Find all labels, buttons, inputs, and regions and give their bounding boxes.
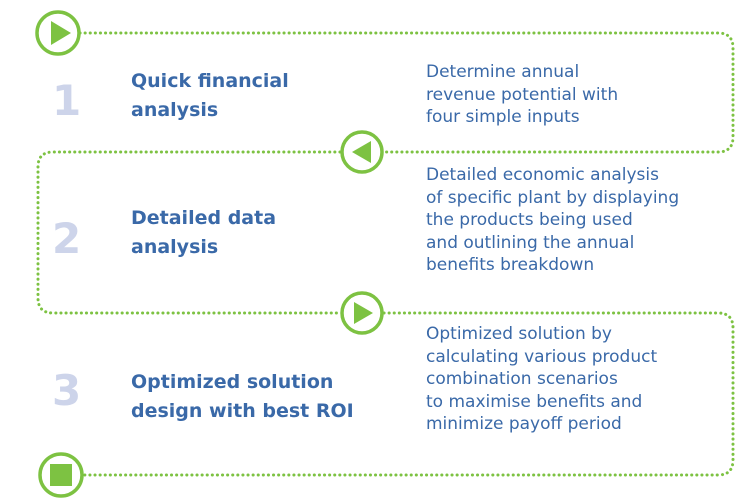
step-3-desc-line: Optimized solution by xyxy=(426,324,612,344)
step-1-title-line: Quick financial xyxy=(131,70,289,92)
play-icon xyxy=(35,10,81,56)
step-1-desc-line: revenue potential with xyxy=(426,84,619,105)
step-2-title-line: analysis xyxy=(131,236,219,258)
step-3-description: Optimized solution by calculating variou… xyxy=(426,323,657,436)
step-2-desc-line: of specific plant by displaying xyxy=(426,187,680,208)
step-1-title-line: analysis xyxy=(131,99,219,121)
step-2-desc-line: the products being used xyxy=(426,210,633,230)
step-2-number: 2 xyxy=(52,214,82,263)
step-2-title-line: Detailed data xyxy=(131,207,277,229)
step-2-desc-line: benefits breakdown xyxy=(426,255,595,275)
reverse-icon xyxy=(340,130,384,174)
step-3-desc-line: calculating various product xyxy=(426,346,658,367)
stop-icon xyxy=(38,452,84,498)
step-3-desc-line: minimize payoff period xyxy=(426,414,622,434)
play-forward-icon xyxy=(340,291,384,335)
step-1-desc-line: four simple inputs xyxy=(426,107,580,127)
step-3-desc-line: combination scenarios xyxy=(426,369,618,389)
step-2-description: Detailed economic analysis of specific p… xyxy=(426,164,679,277)
step-2-title: Detailed data analysis xyxy=(131,204,276,262)
step-1-desc-line: Determine annual xyxy=(426,62,580,82)
step-3-title: Optimized solution design with best ROI xyxy=(131,368,354,426)
step-3-title-line: design with best ROI xyxy=(131,400,354,422)
step-1-description: Determine annual revenue potential with … xyxy=(426,61,618,129)
step-3-title-line: Optimized solution xyxy=(131,371,334,393)
step-1-title: Quick financial analysis xyxy=(131,67,289,125)
dotted-connector xyxy=(36,31,735,477)
step-3-desc-line: to maximise benefits and xyxy=(426,391,643,412)
step-2-desc-line: Detailed economic analysis xyxy=(426,165,659,185)
step-1-number: 1 xyxy=(52,76,82,125)
step-2-desc-line: and outlining the annual xyxy=(426,232,635,253)
step-3-number: 3 xyxy=(52,366,82,415)
